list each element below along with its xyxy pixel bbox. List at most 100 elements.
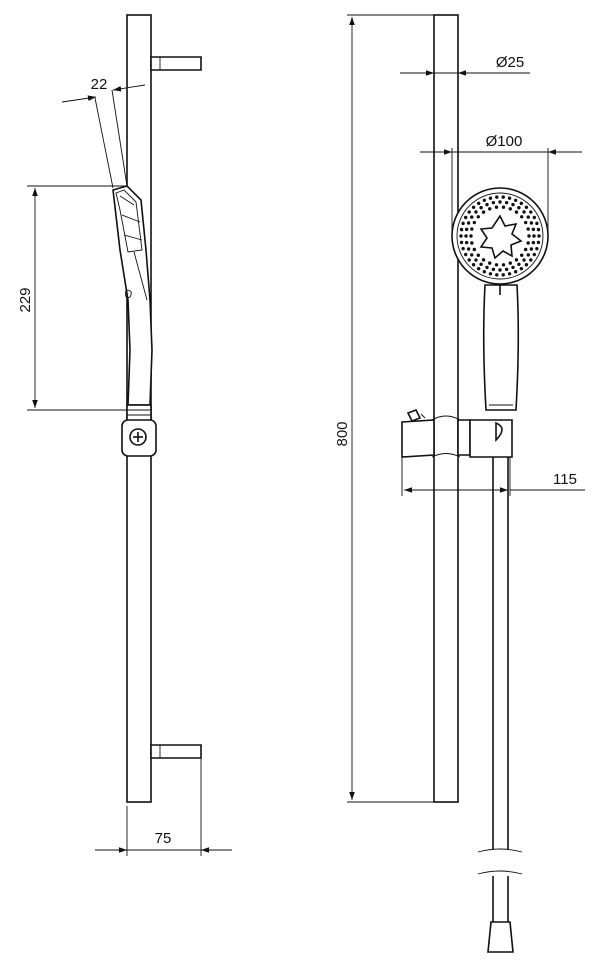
spray-nozzle bbox=[536, 240, 541, 245]
spray-nozzle bbox=[467, 210, 471, 214]
spray-nozzle bbox=[491, 200, 496, 205]
spray-nozzle bbox=[508, 207, 512, 211]
spray-nozzle bbox=[526, 215, 530, 219]
dim-rail-height-label: 800 bbox=[334, 421, 351, 446]
spray-nozzle bbox=[482, 198, 487, 202]
front-view: 800 Ø25 Ø100 115 bbox=[334, 14, 585, 953]
spray-nozzle bbox=[529, 247, 534, 251]
spray-nozzle bbox=[535, 221, 539, 226]
spray-nozzle bbox=[537, 234, 541, 238]
bottom-wall-bracket bbox=[150, 744, 202, 759]
spray-nozzle bbox=[464, 240, 469, 245]
spray-nozzle bbox=[479, 262, 483, 266]
spray-nozzle bbox=[459, 240, 464, 245]
spray-nozzle bbox=[524, 205, 529, 210]
dim-head-diameter: Ø100 bbox=[420, 133, 582, 236]
spray-nozzle bbox=[479, 206, 483, 210]
spray-nozzle bbox=[514, 258, 519, 262]
spray-nozzle bbox=[501, 195, 505, 199]
dim-arm-length: 75 bbox=[95, 758, 232, 856]
spray-nozzle bbox=[531, 227, 536, 232]
dim-holder-projection-label: 115 bbox=[553, 471, 577, 488]
spray-nozzle bbox=[522, 210, 526, 214]
dim-rail-diameter-label: Ø25 bbox=[496, 54, 524, 71]
dim-handshower-length-label: 229 bbox=[17, 287, 34, 312]
spray-nozzle bbox=[495, 273, 499, 277]
spray-nozzle bbox=[494, 263, 499, 267]
spray-nozzle bbox=[488, 196, 493, 200]
spray-nozzle bbox=[488, 207, 492, 211]
spray-nozzle bbox=[536, 227, 541, 232]
spray-nozzle bbox=[513, 198, 518, 202]
spray-nozzle bbox=[526, 253, 530, 257]
spray-nozzle bbox=[472, 247, 477, 252]
spray-nozzle bbox=[464, 215, 468, 220]
spray-nozzle bbox=[474, 210, 478, 214]
spray-nozzle bbox=[529, 258, 533, 262]
spray-nozzle bbox=[522, 258, 526, 262]
shower-head bbox=[451, 187, 549, 295]
spray-nozzle bbox=[476, 266, 481, 271]
holder-release-button bbox=[406, 408, 422, 423]
spray-nozzle bbox=[481, 258, 486, 262]
spray-nozzle bbox=[519, 266, 524, 271]
spray-nozzle bbox=[524, 262, 529, 267]
spray-nozzle bbox=[481, 210, 486, 214]
spray-nozzle bbox=[532, 215, 536, 220]
spray-nozzle bbox=[466, 221, 471, 225]
spray-nozzle bbox=[461, 221, 465, 226]
spray-nozzle bbox=[535, 246, 539, 251]
spray-nozzle bbox=[501, 205, 506, 209]
spray-nozzle bbox=[464, 227, 469, 232]
spray-nozzle bbox=[476, 253, 480, 257]
spray-nozzle bbox=[529, 221, 534, 225]
spray-nozzle bbox=[470, 241, 474, 245]
hose-connector bbox=[487, 921, 514, 953]
spray-nozzle bbox=[470, 215, 474, 219]
spray-nozzle bbox=[523, 220, 528, 225]
spray-nozzle bbox=[476, 215, 480, 219]
spray-nozzle bbox=[514, 210, 519, 214]
center-spray-star bbox=[479, 214, 523, 260]
front-slider-holder bbox=[401, 408, 513, 458]
spray-nozzle bbox=[461, 246, 465, 251]
handshower-handle bbox=[482, 284, 520, 411]
spray-nozzle bbox=[507, 196, 512, 200]
dim-head-diameter-label: Ø100 bbox=[486, 133, 523, 150]
spray-nozzle bbox=[470, 227, 474, 231]
front-rail bbox=[433, 14, 459, 803]
spray-nozzle bbox=[494, 205, 499, 209]
spray-nozzle bbox=[472, 220, 477, 225]
spray-nozzle bbox=[526, 227, 530, 231]
spray-nozzle bbox=[459, 227, 464, 232]
handshower-side-profile bbox=[112, 185, 153, 406]
shower-hose bbox=[477, 455, 523, 953]
spray-nozzle bbox=[519, 201, 524, 206]
spray-nozzle bbox=[498, 200, 502, 204]
spray-nozzle bbox=[464, 234, 468, 238]
side-view: 75 229 22 bbox=[17, 14, 232, 856]
spray-nozzle bbox=[459, 234, 463, 238]
spray-nozzle bbox=[517, 262, 521, 266]
spray-nozzle bbox=[520, 215, 524, 219]
spray-nozzle bbox=[501, 263, 506, 267]
spray-nozzle bbox=[471, 205, 476, 210]
dim-rail-height: 800 bbox=[334, 14, 434, 803]
spray-nozzle bbox=[501, 273, 505, 277]
spray-nozzle bbox=[517, 206, 521, 210]
spray-nozzle bbox=[469, 234, 473, 238]
dim-arm-length-label: 75 bbox=[155, 830, 172, 847]
spray-nozzle bbox=[498, 268, 502, 272]
spray-nozzle bbox=[532, 252, 536, 257]
spray-nozzle bbox=[513, 270, 518, 274]
spray-nozzle bbox=[529, 210, 533, 214]
spray-nozzle bbox=[482, 270, 487, 274]
spray-nozzle bbox=[488, 272, 493, 276]
spray-nozzle bbox=[531, 240, 536, 245]
spray-nozzle bbox=[467, 258, 471, 262]
spray-nozzle bbox=[485, 265, 489, 270]
side-slider-holder bbox=[121, 404, 157, 457]
spray-nozzle bbox=[504, 267, 509, 272]
dim-holder-projection: 115 bbox=[401, 457, 585, 496]
